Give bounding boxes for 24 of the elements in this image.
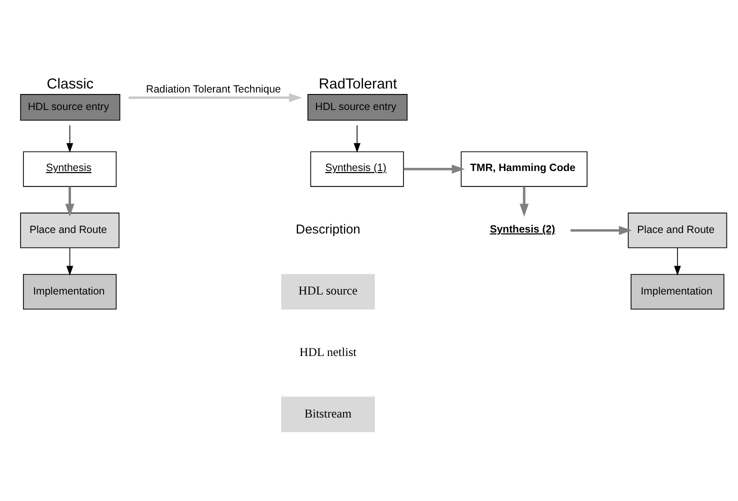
- edge-label: Radiation Tolerant Technique: [146, 84, 281, 95]
- node-box: Implementation: [23, 274, 117, 309]
- arrow: [66, 124, 74, 152]
- legend-label: HDL netlist: [300, 344, 357, 358]
- node-text: Synthesis (2): [490, 224, 556, 235]
- node-box: Place and Route: [20, 212, 120, 248]
- node-box: Implementation: [630, 274, 724, 309]
- legend-label: HDL source: [298, 283, 358, 298]
- arrow: [66, 246, 74, 276]
- arrow: [404, 164, 465, 174]
- node-box: TMR, Hamming Code: [460, 150, 588, 186]
- arrow: [570, 225, 632, 234]
- legend-label: Bitstream: [304, 406, 352, 420]
- arrow: [520, 186, 529, 216]
- node-box: Place and Route: [628, 212, 728, 248]
- arrow: [354, 124, 360, 152]
- arrow: [128, 92, 302, 102]
- label: Description: [296, 220, 360, 236]
- arrow: [65, 186, 74, 216]
- node-box: Synthesis (1): [310, 150, 404, 186]
- arrow: [674, 246, 681, 276]
- node-label: Classic: [46, 76, 94, 92]
- node-box: Synthesis: [23, 150, 117, 186]
- node-label: RadTolerant: [318, 76, 398, 92]
